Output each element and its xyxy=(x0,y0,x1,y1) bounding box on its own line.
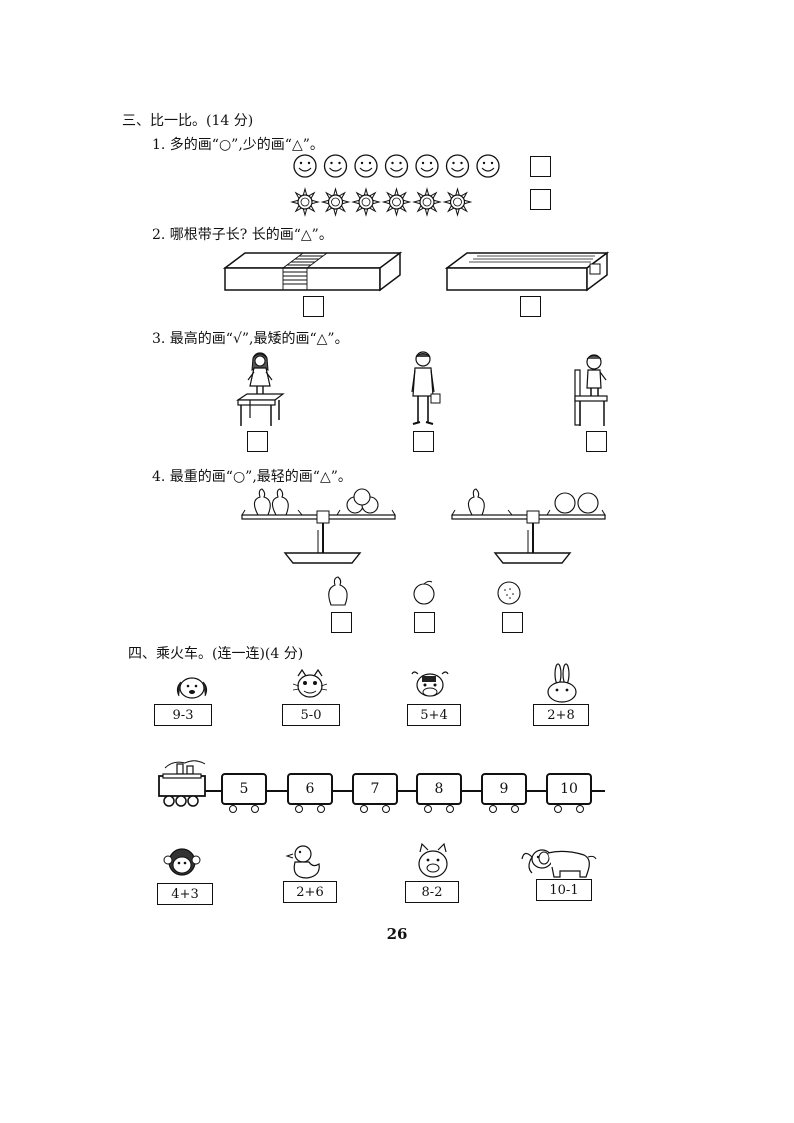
sun-icon xyxy=(351,187,381,217)
section-3-heading: 三、比一比。(14 分) xyxy=(122,113,254,129)
orange-icon xyxy=(497,581,521,605)
train-wheel xyxy=(489,805,497,813)
answer-box-ribbon-1[interactable] xyxy=(303,296,324,317)
scale-left-icon xyxy=(241,488,396,564)
train-wheel xyxy=(360,805,368,813)
duck-icon xyxy=(285,845,320,879)
answer-box-smileys[interactable] xyxy=(530,156,551,177)
train-car-5[interactable]: 5 xyxy=(221,773,267,805)
answer-box-man[interactable] xyxy=(413,431,434,452)
train-car-10[interactable]: 10 xyxy=(546,773,592,805)
answer-box-suns[interactable] xyxy=(530,189,551,210)
answer-box-orange[interactable] xyxy=(502,612,523,633)
scale-right-icon xyxy=(451,488,606,564)
question-3-text: 3. 最高的画“√”,最矮的画“△”。 xyxy=(152,331,349,347)
train-wheel xyxy=(576,805,584,813)
train-car-6[interactable]: 6 xyxy=(287,773,333,805)
answer-box-pear[interactable] xyxy=(331,612,352,633)
top-card-3[interactable]: 5+4 xyxy=(407,704,461,726)
elephant-icon xyxy=(521,849,597,878)
bottom-card-1[interactable]: 4+3 xyxy=(157,883,213,905)
train-car-8[interactable]: 8 xyxy=(416,773,462,805)
rabbit-icon xyxy=(547,663,577,703)
monkey-icon xyxy=(163,848,201,876)
train-car-9[interactable]: 9 xyxy=(481,773,527,805)
locomotive-icon xyxy=(158,760,206,807)
train-wheel xyxy=(317,805,325,813)
smiley-face-icon xyxy=(476,154,500,178)
girl-on-table-icon xyxy=(236,352,285,426)
sun-icon xyxy=(442,187,473,217)
smiley-face-icon xyxy=(354,154,378,178)
bottom-card-2[interactable]: 2+6 xyxy=(283,881,337,903)
question-2-text: 2. 哪根带子长? 长的画“△”。 xyxy=(152,227,333,243)
cat-icon xyxy=(292,668,328,698)
top-card-2[interactable]: 5-0 xyxy=(282,704,340,726)
sun-icon xyxy=(381,187,412,217)
sun-icon xyxy=(320,187,351,217)
train-wheel xyxy=(511,805,519,813)
boy-on-chair-icon xyxy=(574,354,608,426)
peach-icon xyxy=(413,580,435,605)
section-4-heading: 四、乘火车。(连一连)(4 分) xyxy=(128,646,304,662)
answer-box-peach[interactable] xyxy=(414,612,435,633)
train-wheel xyxy=(554,805,562,813)
train-wheel xyxy=(446,805,454,813)
pig-icon xyxy=(418,842,448,878)
top-card-1[interactable]: 9-3 xyxy=(154,704,212,726)
answer-box-ribbon-2[interactable] xyxy=(520,296,541,317)
smiley-face-icon xyxy=(323,154,348,178)
train-wheel xyxy=(251,805,259,813)
train-wheel xyxy=(424,805,432,813)
man-icon xyxy=(411,351,441,425)
train-car-7[interactable]: 7 xyxy=(352,773,398,805)
train-wheel xyxy=(229,805,237,813)
question-1-text: 1. 多的画“○”,少的画“△”。 xyxy=(152,137,324,153)
cow-icon xyxy=(411,671,449,697)
answer-box-girl[interactable] xyxy=(247,431,268,452)
bottom-card-3[interactable]: 8-2 xyxy=(405,881,459,903)
smiley-face-icon xyxy=(293,154,317,178)
smiley-face-icon xyxy=(445,154,470,178)
bottom-card-4[interactable]: 10-1 xyxy=(536,879,592,901)
ribbon-short xyxy=(222,251,403,292)
dog-icon xyxy=(176,677,208,699)
answer-box-boy[interactable] xyxy=(586,431,607,452)
question-4-text: 4. 最重的画“○”,最轻的画“△”。 xyxy=(152,469,352,485)
top-card-4[interactable]: 2+8 xyxy=(533,704,589,726)
pear-icon xyxy=(328,576,348,606)
sun-icon xyxy=(290,187,320,217)
train-coupling-line xyxy=(205,790,605,792)
page-number: 26 xyxy=(386,925,408,943)
train-wheel xyxy=(295,805,303,813)
smiley-face-icon xyxy=(384,154,409,178)
train-wheel xyxy=(382,805,390,813)
sun-icon xyxy=(412,187,442,217)
smiley-face-icon xyxy=(415,154,439,178)
ribbon-long xyxy=(444,251,610,292)
